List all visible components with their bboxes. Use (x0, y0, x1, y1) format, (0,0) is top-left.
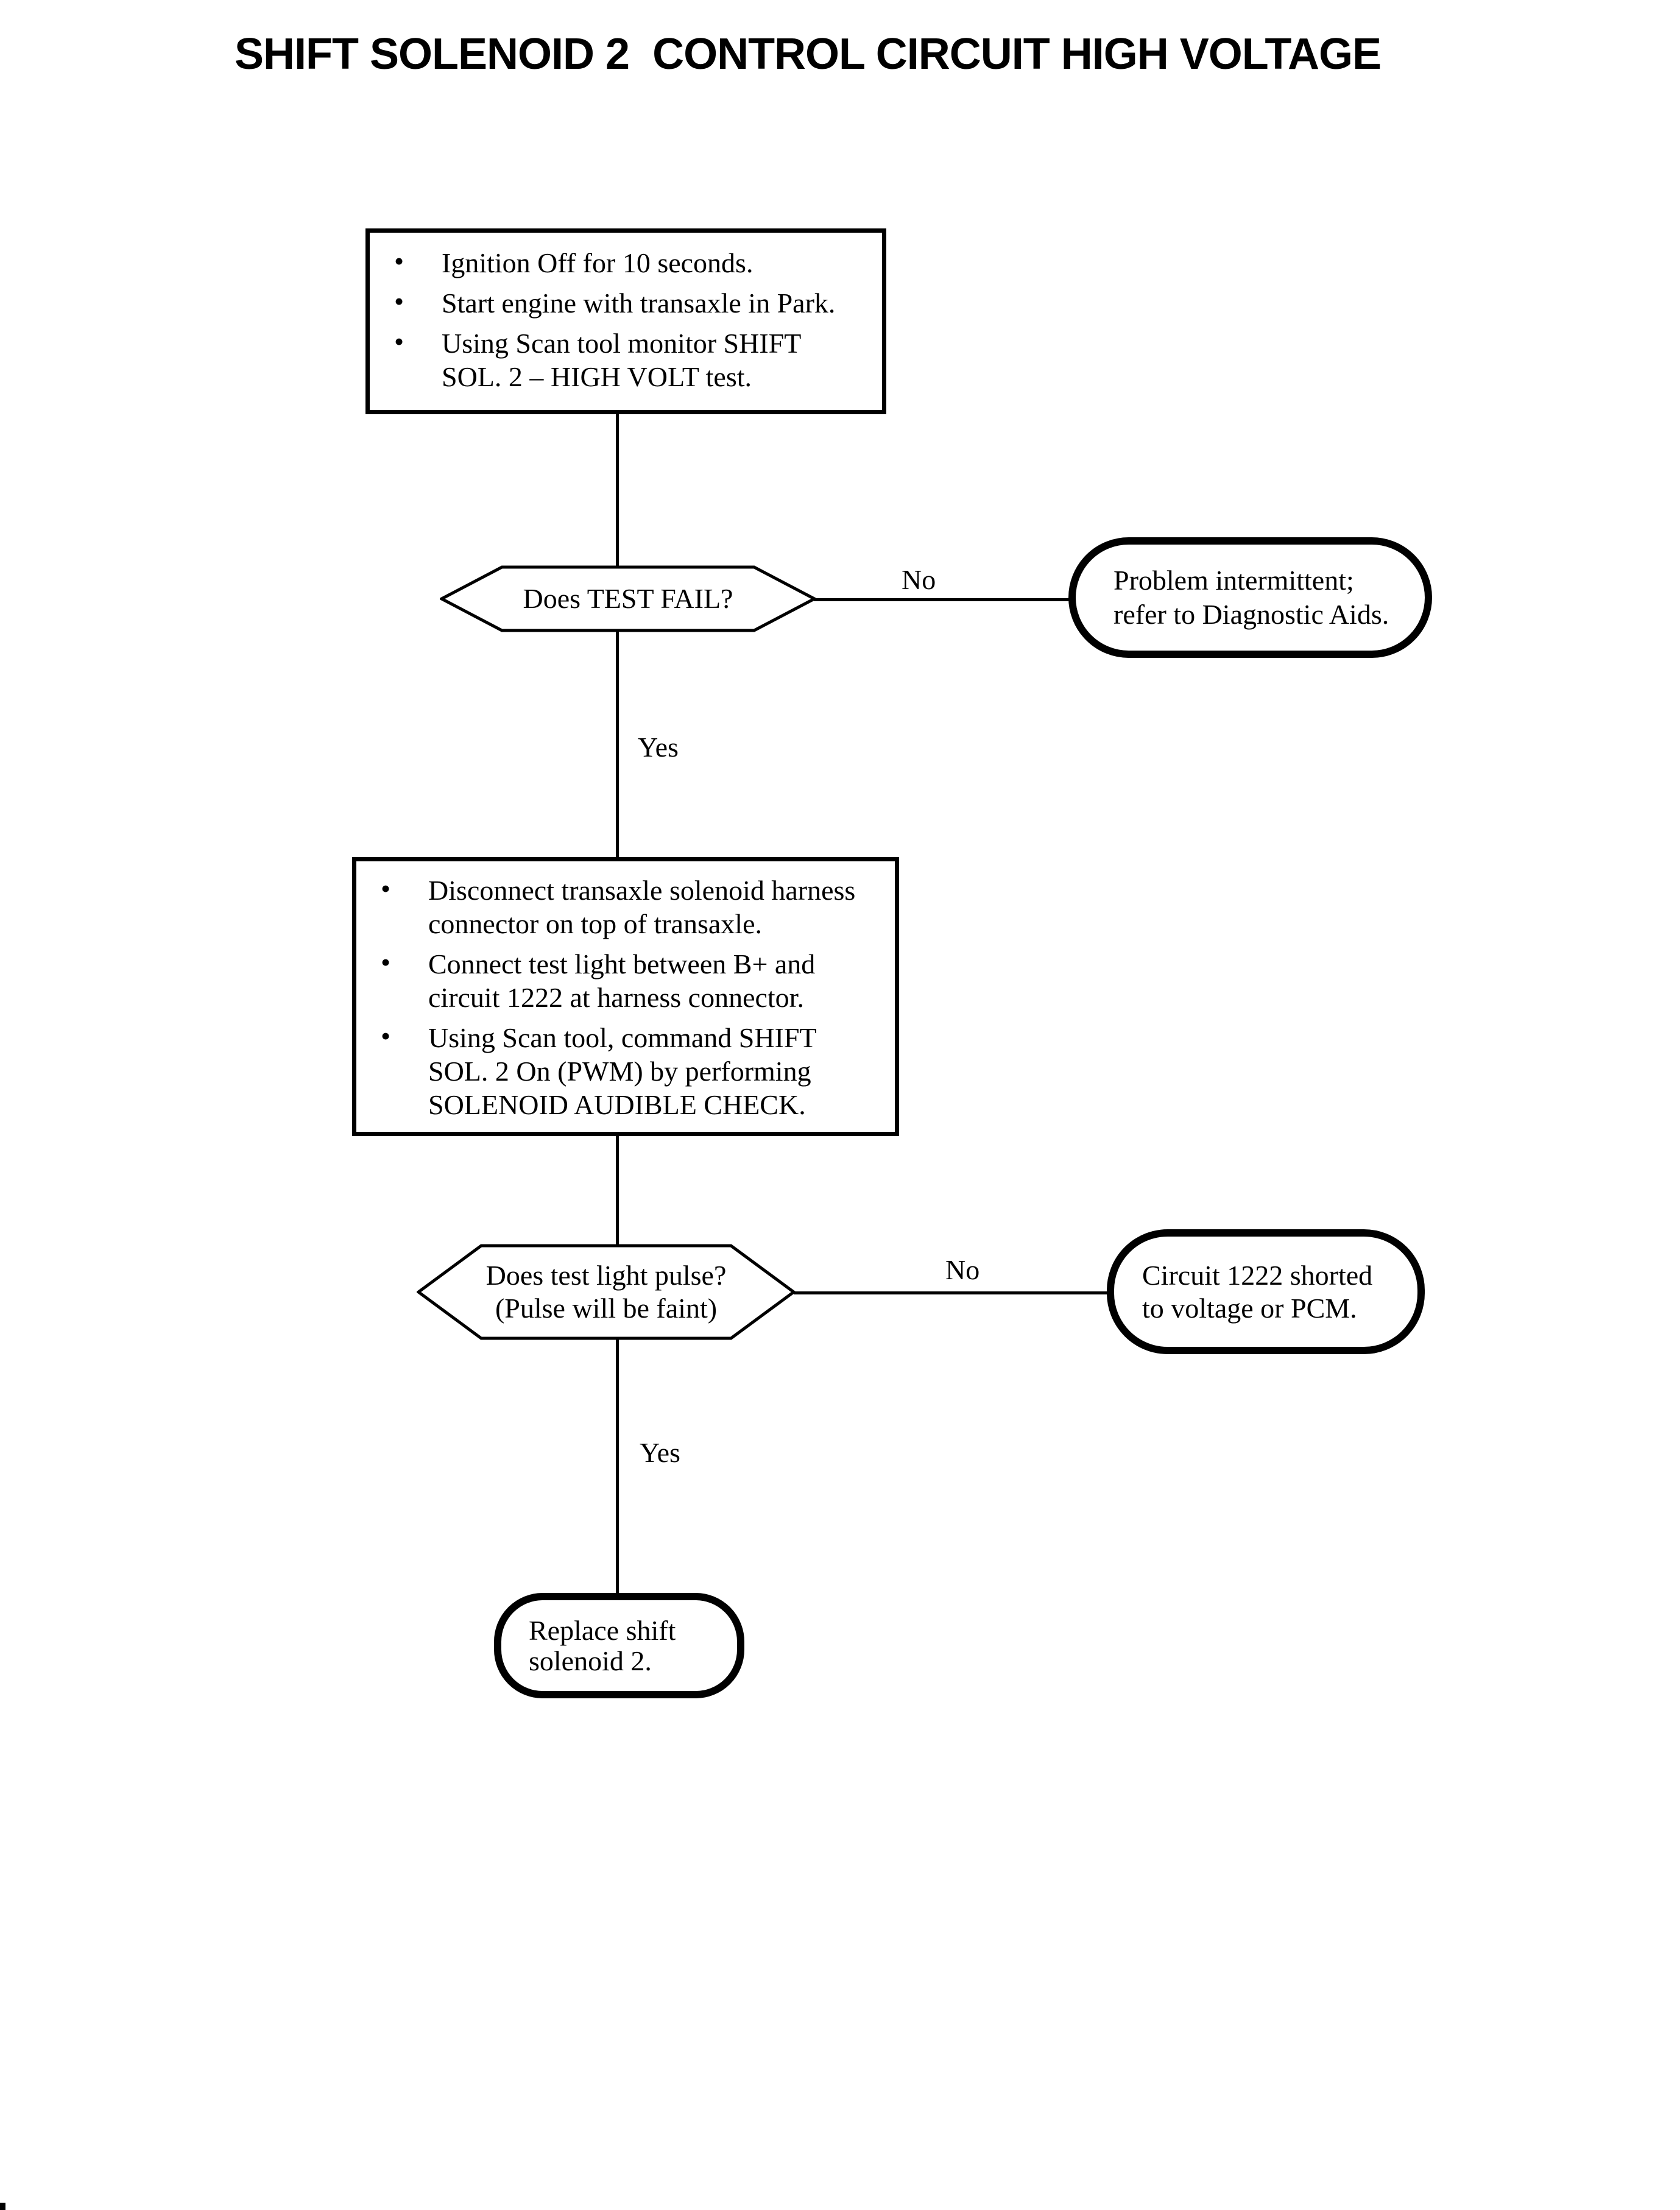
bullet-icon: • (381, 947, 391, 978)
connector-step1-to-decision1 (616, 414, 619, 568)
list-item: • Ignition Off for 10 seconds. (370, 245, 882, 280)
decision2-yes-label: Yes (640, 1437, 680, 1468)
decision1-no-label: No (902, 564, 936, 595)
step1-item-2: Start engine with transaxle in Park. (442, 288, 836, 319)
bullet-icon: • (394, 286, 404, 317)
connector-decision1-no-branch (814, 598, 1070, 601)
connector-decision1-to-step2 (616, 630, 619, 858)
step2-item-3: Using Scan tool, command SHIFT SOL. 2 On… (428, 1022, 817, 1120)
result-text: Replace shift solenoid 2. (529, 1614, 676, 1676)
connector-decision2-to-result (616, 1339, 619, 1594)
decision2-question: Does test light pulse? (Pulse will be fa… (485, 1260, 727, 1324)
decision1-question: Does TEST FAIL? (523, 583, 733, 614)
result-replace-solenoid: Replace shift solenoid 2. (494, 1593, 744, 1698)
connector-step2-to-decision2 (616, 1135, 619, 1245)
bullet-icon: • (394, 326, 404, 357)
step1-item-1: Ignition Off for 10 seconds. (442, 247, 754, 278)
result-text: Circuit 1222 shorted to voltage or PCM. (1142, 1259, 1373, 1324)
list-item: • Connect test light between B+ and circ… (356, 947, 895, 1014)
scan-artifact-mark (0, 2203, 5, 2210)
step2-item-1: Disconnect transaxle solenoid harness co… (428, 875, 856, 939)
bullet-icon: • (381, 1020, 391, 1051)
result-circuit-shorted: Circuit 1222 shorted to voltage or PCM. (1107, 1229, 1425, 1354)
result-text: Problem intermittent; refer to Diagnosti… (1114, 565, 1389, 630)
list-item: • Disconnect transaxle solenoid harness … (356, 873, 895, 941)
bullet-icon: • (381, 873, 391, 904)
decision2-hexagon: Does test light pulse? (Pulse will be fa… (417, 1244, 796, 1340)
hexagon-shape-icon (417, 1244, 796, 1340)
connector-decision2-no-branch (794, 1291, 1108, 1294)
decision2-no-label: No (945, 1254, 980, 1285)
decision1-hexagon: Does TEST FAIL? (440, 565, 816, 632)
hexagon-shape-icon (440, 565, 816, 632)
step2-item-2: Connect test light between B+ and circui… (428, 948, 816, 1013)
page-title: SHIFT SOLENOID 2 CONTROL CIRCUIT HIGH VO… (235, 30, 1382, 79)
step1-box: • Ignition Off for 10 seconds. • Start e… (365, 228, 886, 414)
list-item: • Using Scan tool, command SHIFT SOL. 2 … (356, 1020, 895, 1121)
decision1-yes-label: Yes (638, 732, 679, 763)
step2-box: • Disconnect transaxle solenoid harness … (352, 857, 899, 1136)
step1-item-3: Using Scan tool monitor SHIFT SOL. 2 – H… (442, 328, 802, 392)
list-item: • Start engine with transaxle in Park. (370, 286, 882, 320)
list-item: • Using Scan tool monitor SHIFT SOL. 2 –… (370, 326, 882, 394)
result-problem-intermittent: Problem intermittent; refer to Diagnosti… (1068, 537, 1432, 658)
bullet-icon: • (394, 245, 404, 277)
